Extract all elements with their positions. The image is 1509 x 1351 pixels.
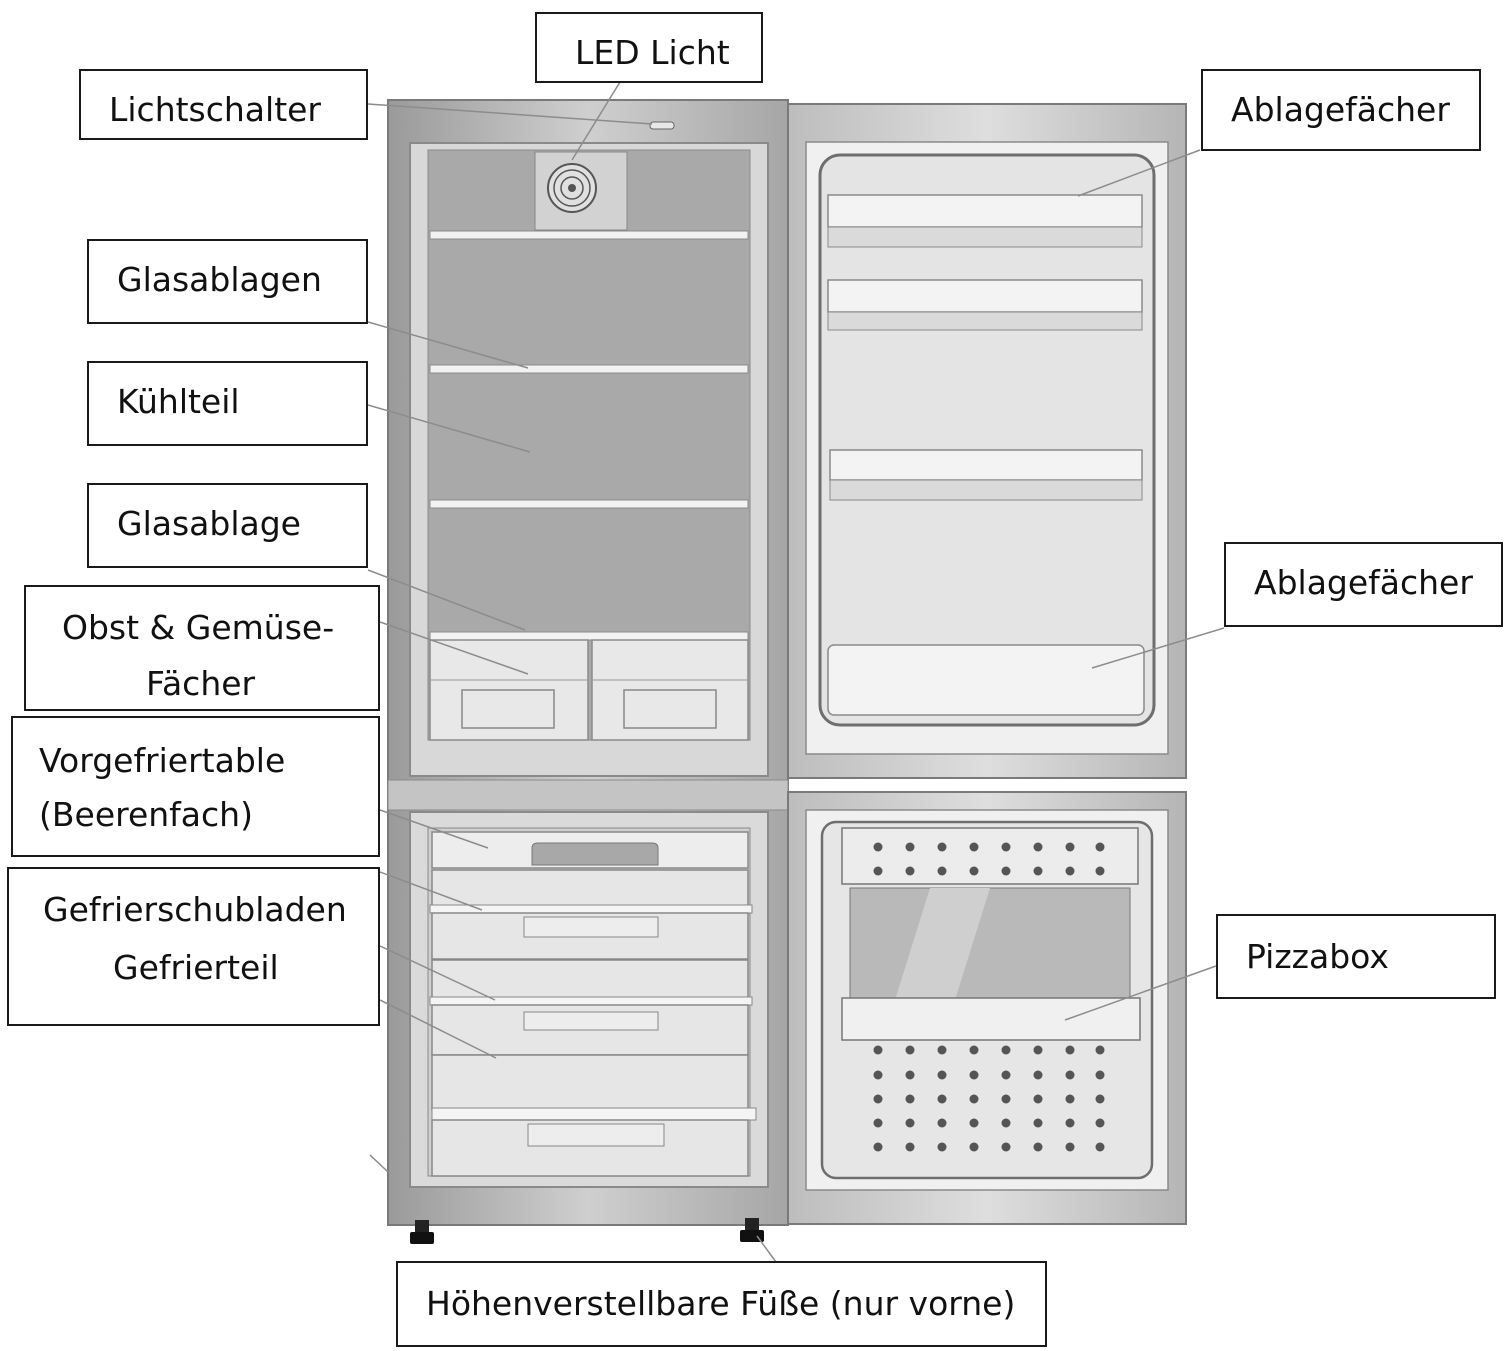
door-dot: [969, 866, 979, 876]
door-dot: [937, 842, 947, 852]
door-dot: [873, 1142, 883, 1152]
door-dot: [1065, 842, 1075, 852]
door-dot: [873, 1070, 883, 1080]
pizza-box: [841, 997, 1141, 1041]
door-dot: [1001, 1045, 1011, 1055]
door-dot: [937, 1142, 947, 1152]
door-dot: [873, 1094, 883, 1104]
label-vorgefriertable: Vorgefriertable (Beerenfach): [11, 716, 380, 857]
door-dot: [873, 1045, 883, 1055]
door-dot: [873, 842, 883, 852]
door-dot: [1095, 1118, 1105, 1128]
door-dot: [873, 866, 883, 876]
label-obst-gemuese-line1: Obst & Gemüse-: [62, 608, 335, 647]
door-dot: [905, 1142, 915, 1152]
label-lichtschalter-text: Lichtschalter: [109, 90, 322, 129]
door-dot: [1001, 1118, 1011, 1128]
door-dot: [969, 1045, 979, 1055]
door-dot: [1033, 1118, 1043, 1128]
door-dot: [1033, 1045, 1043, 1055]
door-dot: [1095, 1070, 1105, 1080]
label-hoehenverstellbare-fuesse: Höhenverstellbare Füße (nur vorne): [396, 1261, 1047, 1347]
door-dot: [1033, 1070, 1043, 1080]
door-dot: [937, 1070, 947, 1080]
door-dot: [905, 1118, 915, 1128]
door-dot: [937, 1118, 947, 1128]
door-dot: [1001, 866, 1011, 876]
door-dot: [905, 842, 915, 852]
door-dot: [1001, 842, 1011, 852]
door-dot: [1095, 1142, 1105, 1152]
door-dot: [1065, 1142, 1075, 1152]
adjustable-feet: [410, 1218, 764, 1244]
freezer-drawers: [429, 869, 757, 1177]
door-dot: [969, 1094, 979, 1104]
door-dot: [1065, 866, 1075, 876]
label-lichtschalter: Lichtschalter: [79, 69, 368, 140]
door-dot: [1065, 1045, 1075, 1055]
door-dot: [937, 1045, 947, 1055]
door-dot: [937, 1094, 947, 1104]
door-dot: [1095, 1045, 1105, 1055]
door-dot: [1095, 842, 1105, 852]
door-dot: [1001, 1094, 1011, 1104]
crisper-drawers: [429, 639, 749, 741]
label-ablagefaecher-top: Ablagefächer: [1201, 69, 1481, 151]
door-dot: [1095, 866, 1105, 876]
door-dot: [873, 1118, 883, 1128]
door-dot: [937, 866, 947, 876]
door-dot: [905, 866, 915, 876]
label-glasablage: Glasablage: [87, 483, 368, 568]
label-gefrierschubladen: Gefrierschubladen Gefrierteil: [7, 867, 380, 1026]
glass-shelves: [429, 230, 749, 641]
led-light-fan: [534, 151, 628, 231]
door-dot: [969, 842, 979, 852]
door-dot: [905, 1094, 915, 1104]
door-dot: [969, 1070, 979, 1080]
freezer-door-dots: [873, 842, 1105, 1152]
door-dot: [969, 1142, 979, 1152]
label-kuehlteil: Kühlteil: [87, 361, 368, 446]
label-ablagefaecher-right-text: Ablagefächer: [1254, 563, 1473, 602]
door-dot: [905, 1045, 915, 1055]
door-dot: [905, 1070, 915, 1080]
label-vorgefriertable-line2: (Beerenfach): [39, 795, 253, 834]
door-dot: [1033, 1094, 1043, 1104]
door-bins-upper: [827, 194, 1143, 501]
door-dot: [1033, 866, 1043, 876]
light-switch: [649, 121, 675, 130]
label-ablagefaecher-top-text: Ablagefächer: [1231, 90, 1450, 129]
label-hoehenverstellbare-fuesse-text: Höhenverstellbare Füße (nur vorne): [426, 1284, 1016, 1323]
label-led-licht-text: LED Licht: [575, 33, 730, 72]
label-glasablagen-text: Glasablagen: [117, 260, 322, 299]
label-obst-gemuese-line2: Fächer: [146, 664, 256, 703]
prefreeze-tray: [431, 831, 749, 869]
door-bin-lower: [827, 644, 1145, 716]
door-dot: [1065, 1118, 1075, 1128]
label-vorgefriertable-line1: Vorgefriertable: [39, 741, 286, 780]
label-pizzabox: Pizzabox: [1216, 914, 1496, 999]
door-dot: [1001, 1070, 1011, 1080]
door-dot: [1065, 1070, 1075, 1080]
door-dot: [1033, 842, 1043, 852]
label-pizzabox-text: Pizzabox: [1246, 937, 1389, 976]
label-gefrierschubladen-line1: Gefrierschubladen: [43, 890, 347, 929]
leader-lines: [367, 81, 1225, 1263]
door-dot: [1033, 1142, 1043, 1152]
label-glasablage-text: Glasablage: [117, 504, 301, 543]
label-ablagefaecher-right: Ablagefächer: [1224, 542, 1503, 627]
label-glasablagen: Glasablagen: [87, 239, 368, 324]
label-kuehlteil-text: Kühlteil: [117, 382, 240, 421]
door-dot: [1001, 1142, 1011, 1152]
door-dot: [1095, 1094, 1105, 1104]
label-gefrierschubladen-line2: Gefrierteil: [113, 948, 279, 987]
label-obst-gemuese: Obst & Gemüse- Fächer: [24, 585, 380, 711]
door-dot: [969, 1118, 979, 1128]
door-dot: [1065, 1094, 1075, 1104]
label-led-licht: LED Licht: [535, 12, 763, 83]
